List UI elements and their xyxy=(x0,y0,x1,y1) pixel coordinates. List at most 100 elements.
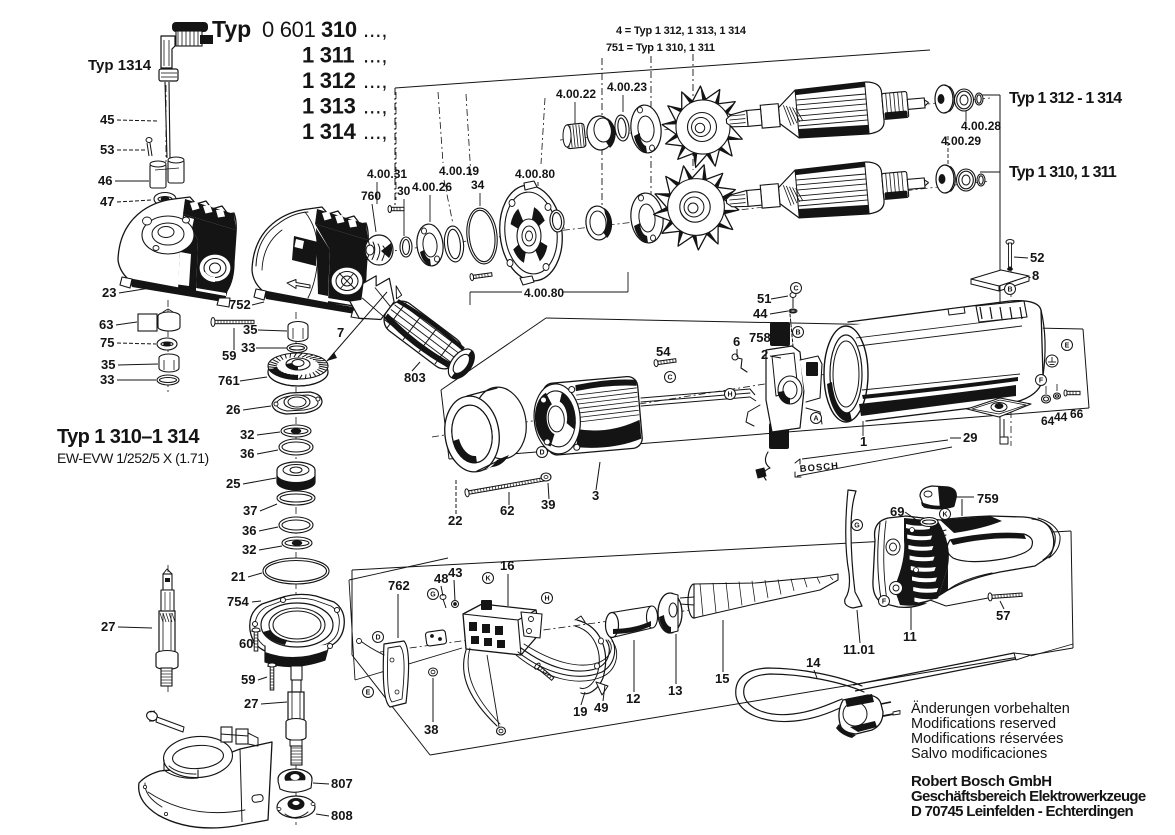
svg-text:64: 64 xyxy=(1041,414,1055,428)
svg-text:46: 46 xyxy=(98,173,112,188)
svg-text:4.00.19: 4.00.19 xyxy=(439,164,479,178)
svg-text:21: 21 xyxy=(231,569,245,584)
svg-text:16: 16 xyxy=(500,558,514,573)
svg-text:38: 38 xyxy=(424,722,438,737)
svg-text:E: E xyxy=(366,690,371,697)
svg-text:69: 69 xyxy=(890,504,904,519)
svg-text:310: 310 xyxy=(321,17,357,42)
svg-text:44: 44 xyxy=(753,306,768,321)
svg-text:62: 62 xyxy=(500,503,514,518)
svg-text:36: 36 xyxy=(240,446,254,461)
svg-text:1: 1 xyxy=(860,434,867,449)
svg-text:45: 45 xyxy=(100,112,114,127)
svg-text:Typ 1314: Typ 1314 xyxy=(88,57,152,74)
svg-text:D 70745 Leinfelden - Echterdin: D 70745 Leinfelden - Echterdingen xyxy=(911,803,1133,820)
svg-text:33: 33 xyxy=(100,372,114,387)
svg-text:23: 23 xyxy=(102,285,116,300)
svg-text:F: F xyxy=(1039,378,1044,385)
svg-text:3: 3 xyxy=(592,488,599,503)
svg-text:35: 35 xyxy=(243,322,257,337)
svg-text:32: 32 xyxy=(240,427,254,442)
svg-text:4.00.29: 4.00.29 xyxy=(941,134,981,148)
svg-text:C: C xyxy=(667,375,672,382)
svg-text:19: 19 xyxy=(573,704,587,719)
svg-text:Änderungen vorbehalten: Änderungen vorbehalten xyxy=(911,700,1070,717)
svg-text:Typ: Typ xyxy=(212,16,251,42)
svg-text:43: 43 xyxy=(448,565,462,580)
svg-text:52: 52 xyxy=(1030,250,1044,265)
svg-text:1 314: 1 314 xyxy=(302,119,357,144)
svg-text:B: B xyxy=(1007,287,1012,294)
svg-text:759: 759 xyxy=(977,491,999,506)
svg-text:Typ 1 312 - 1 314: Typ 1 312 - 1 314 xyxy=(1009,90,1122,107)
svg-text:D: D xyxy=(375,635,380,642)
svg-text:F: F xyxy=(882,599,887,606)
svg-text:39: 39 xyxy=(541,497,555,512)
svg-text:25: 25 xyxy=(226,476,240,491)
svg-text:32: 32 xyxy=(242,542,256,557)
svg-text:Modifications reserved: Modifications reserved xyxy=(911,716,1056,732)
svg-text:7: 7 xyxy=(337,325,344,340)
svg-text:G: G xyxy=(430,592,436,599)
svg-text:...,: ..., xyxy=(363,119,387,144)
svg-text:4.00.80: 4.00.80 xyxy=(515,167,555,181)
svg-text:4.00.26: 4.00.26 xyxy=(412,180,452,194)
svg-text:6: 6 xyxy=(733,334,740,349)
svg-text:...,: ..., xyxy=(363,94,387,119)
svg-text:760: 760 xyxy=(361,189,381,203)
svg-text:...,: ..., xyxy=(363,17,387,42)
svg-text:Typ 1 310–1 314: Typ 1 310–1 314 xyxy=(57,426,200,448)
svg-text:2: 2 xyxy=(761,347,768,362)
svg-text:807: 807 xyxy=(331,776,353,791)
svg-text:K: K xyxy=(942,512,947,519)
svg-text:1 312: 1 312 xyxy=(302,68,356,93)
svg-text:8: 8 xyxy=(1032,268,1039,283)
svg-text:37: 37 xyxy=(243,503,257,518)
svg-text:E: E xyxy=(1065,343,1070,350)
svg-text:K: K xyxy=(485,576,490,583)
svg-text:4 = Typ 1 312, 1 313, 1 314: 4 = Typ 1 312, 1 313, 1 314 xyxy=(616,25,747,37)
svg-text:...,: ..., xyxy=(363,68,387,93)
svg-text:47: 47 xyxy=(100,194,114,209)
svg-text:...,: ..., xyxy=(363,43,387,68)
svg-text:27: 27 xyxy=(244,696,258,711)
svg-text:15: 15 xyxy=(715,671,729,686)
svg-text:754: 754 xyxy=(227,594,249,609)
svg-text:66: 66 xyxy=(1070,407,1084,421)
svg-text:EW-EVW 1/252/5 X (1.71): EW-EVW 1/252/5 X (1.71) xyxy=(57,450,209,466)
svg-text:808: 808 xyxy=(331,808,353,823)
svg-text:C: C xyxy=(793,286,798,293)
svg-text:752: 752 xyxy=(229,297,251,312)
svg-text:761: 761 xyxy=(218,373,240,388)
svg-text:33: 33 xyxy=(241,340,255,355)
svg-text:49: 49 xyxy=(594,700,608,715)
svg-text:48: 48 xyxy=(434,571,448,586)
svg-text:14: 14 xyxy=(806,655,821,670)
svg-text:4.00.28: 4.00.28 xyxy=(961,119,1001,133)
svg-text:54: 54 xyxy=(656,344,671,359)
svg-text:4.00.80: 4.00.80 xyxy=(524,286,564,300)
svg-text:1 313: 1 313 xyxy=(302,94,356,119)
svg-text:751 = Typ 1 310, 1 311: 751 = Typ 1 310, 1 311 xyxy=(606,42,715,54)
svg-text:30: 30 xyxy=(397,184,411,198)
svg-text:59: 59 xyxy=(222,348,236,363)
svg-text:A: A xyxy=(813,416,818,423)
svg-text:57: 57 xyxy=(996,608,1010,623)
svg-text:Salvo modificaciones: Salvo modificaciones xyxy=(911,746,1047,762)
svg-text:26: 26 xyxy=(226,402,240,417)
svg-text:22: 22 xyxy=(448,513,462,528)
svg-text:4.00.31: 4.00.31 xyxy=(367,167,407,181)
svg-text:12: 12 xyxy=(626,691,640,706)
svg-text:27: 27 xyxy=(101,619,115,634)
svg-text:B: B xyxy=(795,330,800,337)
svg-text:44: 44 xyxy=(1054,410,1068,424)
svg-text:Modifications réservées: Modifications réservées xyxy=(911,731,1063,747)
svg-text:34: 34 xyxy=(471,178,485,192)
svg-text:29: 29 xyxy=(963,430,977,445)
svg-text:762: 762 xyxy=(388,578,410,593)
svg-text:11: 11 xyxy=(903,629,917,644)
svg-text:0 601: 0 601 xyxy=(262,17,316,42)
svg-text:59: 59 xyxy=(241,672,255,687)
svg-text:H: H xyxy=(544,596,549,603)
svg-text:1 311: 1 311 xyxy=(302,43,354,68)
